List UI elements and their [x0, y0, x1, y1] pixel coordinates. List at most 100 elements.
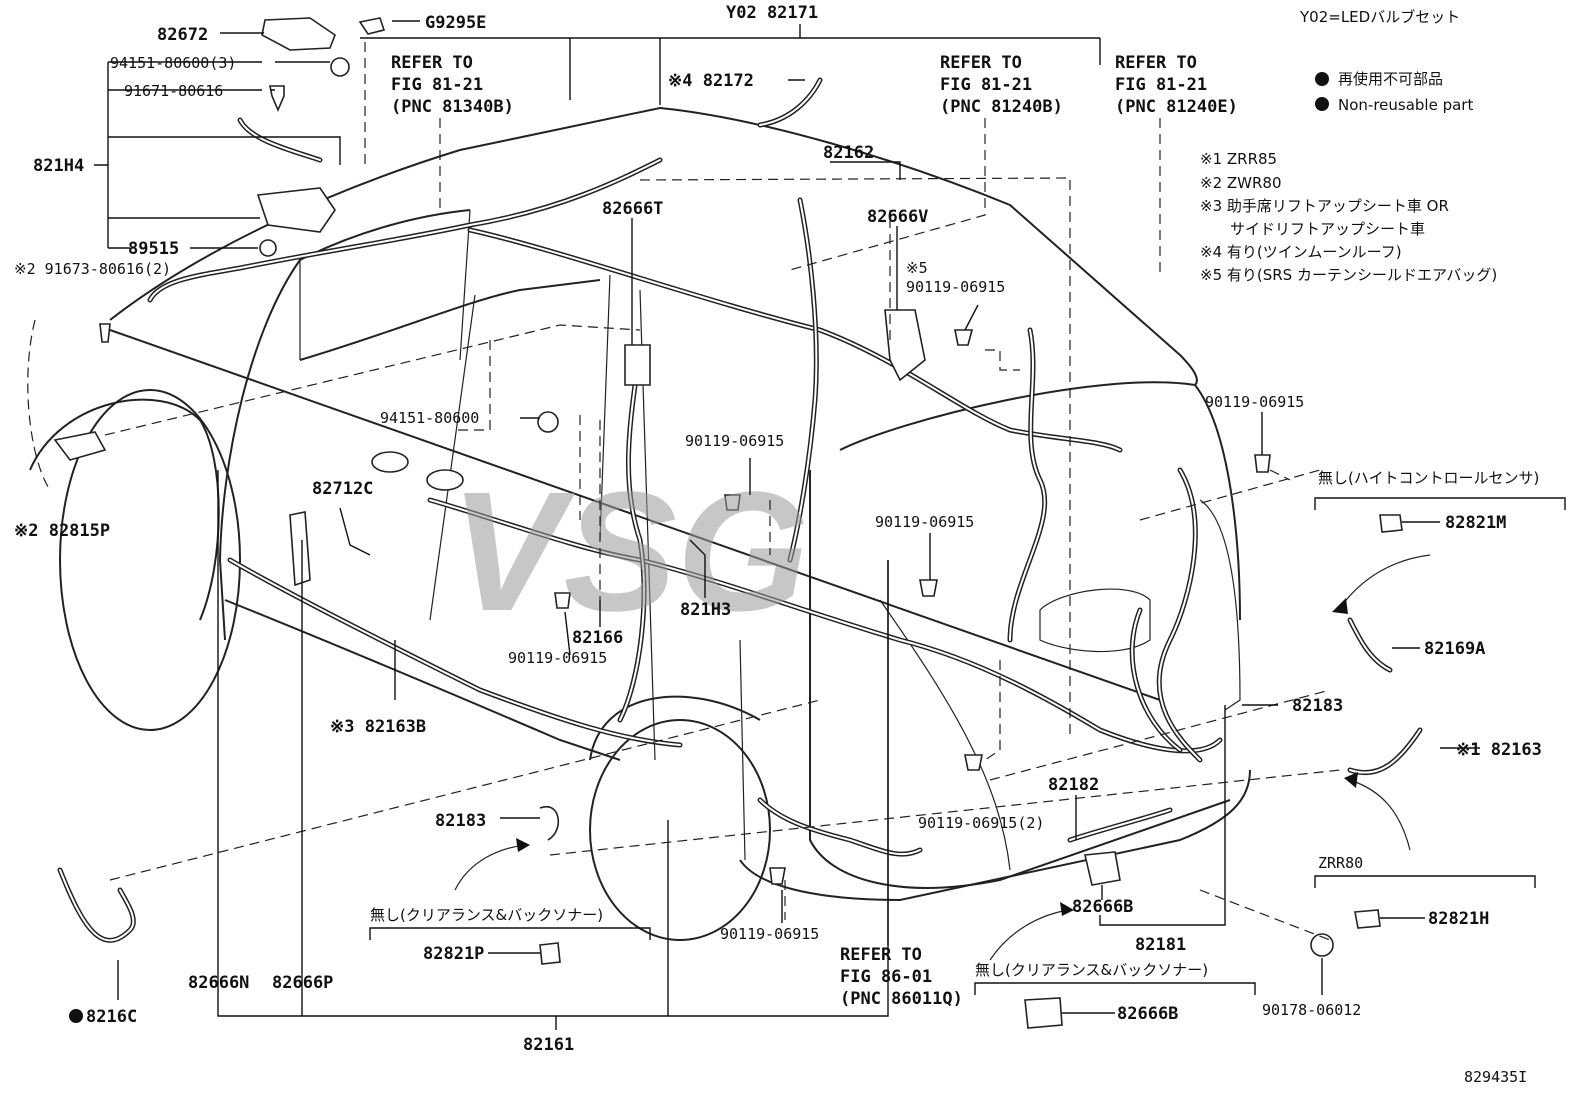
label-82172[interactable]: ※4 82172	[668, 71, 754, 91]
label-90178-06012[interactable]: 90178-06012	[1262, 1001, 1361, 1019]
bolt-91671-shape	[269, 85, 285, 113]
svg-text:FIG 81-21: FIG 81-21	[940, 75, 1032, 95]
label-82183-left[interactable]: 82183	[435, 811, 486, 831]
bolt-91673-shape	[99, 323, 111, 343]
label-89515[interactable]: 89515	[128, 239, 179, 259]
label-94151-80600-3[interactable]: 94151-80600(3)	[110, 54, 236, 72]
label-note5-mark: ※5	[906, 259, 928, 277]
callout-leaders	[27, 42, 1341, 941]
label-82672[interactable]: 82672	[157, 25, 208, 45]
sensor-82815P-shape	[53, 431, 107, 461]
arrow-82183	[454, 844, 526, 891]
label-90119-e[interactable]: 90119-06915	[508, 649, 607, 667]
label-82666B-b[interactable]: 82666B	[1117, 1004, 1178, 1024]
label-G9295E[interactable]: G9295E	[425, 13, 486, 33]
refer-81240B[interactable]: REFER TO FIG 81-21 (PNC 81240B)	[940, 53, 1063, 117]
label-82169A[interactable]: 82169A	[1424, 639, 1485, 659]
svg-text:REFER TO: REFER TO	[840, 945, 922, 965]
label-82163B[interactable]: ※3 82163B	[330, 717, 426, 737]
vehicle-body-outline	[29, 106, 1251, 941]
part-89515-shape	[259, 239, 277, 257]
label-82183-right[interactable]: 82183	[1292, 696, 1343, 716]
note-3b: サイドリフトアップシート車	[1230, 220, 1425, 238]
note-4: ※4 有り(ツインムーンルーフ)	[1200, 243, 1402, 261]
bolt-90119-a-shape	[954, 329, 974, 346]
label-82666T[interactable]: 82666T	[602, 199, 663, 219]
part-shapes	[53, 17, 1403, 1029]
connector-82821M-shape	[1379, 514, 1403, 533]
label-90119-a[interactable]: 90119-06915	[906, 278, 1005, 296]
svg-text:(PNC 81340B): (PNC 81340B)	[391, 97, 514, 117]
harness-wires	[57, 77, 1423, 943]
label-82666B[interactable]: 82666B	[1072, 897, 1133, 917]
label-821H4[interactable]: 821H4	[33, 156, 84, 176]
label-90119-d[interactable]: 90119-06915	[1205, 393, 1304, 411]
bracket-82666B-b-shape	[1024, 997, 1063, 1029]
label-82666V[interactable]: 82666V	[867, 207, 928, 227]
arrow-82666B	[989, 909, 1069, 961]
connector-82821H-shape	[1354, 909, 1381, 929]
label-82182[interactable]: 82182	[1048, 775, 1099, 795]
label-82821H[interactable]: 82821H	[1428, 909, 1489, 929]
label-82712C[interactable]: 82712C	[312, 479, 373, 499]
refer-86011Q[interactable]: REFER TO FIG 86-01 (PNC 86011Q)	[840, 945, 963, 1009]
label-91673-80616[interactable]: ※2 91673-80616(2)	[14, 260, 171, 278]
part-labels: 82672 G9295E Y02 82171 94151-80600(3) 91…	[14, 3, 1542, 1086]
label-90119-b[interactable]: 90119-06915	[685, 432, 784, 450]
label-nashi-height: 無し(ハイトコントロールセンサ)	[1318, 469, 1539, 487]
svg-text:REFER TO: REFER TO	[940, 53, 1022, 73]
svg-text:FIG 81-21: FIG 81-21	[391, 75, 483, 95]
refer-81240E[interactable]: REFER TO FIG 81-21 (PNC 81240E)	[1115, 53, 1238, 117]
bolt-90119-c-shape	[919, 579, 938, 597]
bolt-90119-f-shape	[769, 867, 786, 885]
note-2: ※2 ZWR80	[1200, 174, 1282, 192]
note-1: ※1 ZRR85	[1200, 150, 1277, 168]
bracket-82712C-shape	[289, 511, 311, 587]
nonreusable-jp: 再使用不可部品	[1338, 70, 1443, 88]
label-Y02-82171[interactable]: Y02 82171	[726, 3, 818, 23]
legend: Y02=LEDバルブセット 再使用不可部品 Non-reusable part …	[1200, 8, 1497, 284]
bolt-90119-e-shape	[554, 592, 571, 609]
label-91671-80616[interactable]: 91671-80616	[124, 82, 223, 100]
label-94151-80600[interactable]: 94151-80600	[380, 409, 479, 427]
label-82161[interactable]: 82161	[523, 1035, 574, 1055]
label-821H3[interactable]: 821H3	[680, 600, 731, 620]
label-zrr80: ZRR80	[1318, 854, 1363, 872]
label-82821M[interactable]: 82821M	[1445, 513, 1506, 533]
bolt-90119-b-shape	[724, 494, 741, 511]
note-5: ※5 有り(SRS カーテンシールドエアバッグ)	[1200, 266, 1497, 284]
label-82821P[interactable]: 82821P	[423, 944, 484, 964]
bolt-90119-d-shape	[1254, 454, 1271, 473]
label-82666P[interactable]: 82666P	[272, 973, 333, 993]
washer-94151-shape	[537, 411, 559, 433]
bolt-90119-2-shape	[964, 754, 983, 771]
label-90119-c[interactable]: 90119-06915	[875, 513, 974, 531]
led-note: Y02=LEDバルブセット	[1299, 8, 1460, 26]
refer-81340B[interactable]: REFER TO FIG 81-21 (PNC 81340B)	[391, 53, 514, 117]
label-82163[interactable]: ※1 82163	[1456, 740, 1542, 760]
label-8216C[interactable]: 8216C	[86, 1007, 137, 1027]
label-82162[interactable]: 82162	[823, 143, 874, 163]
washer-screen-2-shape	[426, 469, 464, 491]
note-3: ※3 助手席リフトアップシート車 OR	[1200, 197, 1449, 215]
connector-82821P-shape	[539, 942, 561, 965]
nonreusable-marker-icon	[69, 1009, 83, 1023]
airbag-bracket-shape	[884, 309, 926, 382]
leader-lines	[94, 20, 1566, 1030]
svg-text:(PNC 81240B): (PNC 81240B)	[940, 97, 1063, 117]
label-90119-f[interactable]: 90119-06915	[720, 925, 819, 943]
label-82181[interactable]: 82181	[1135, 935, 1186, 955]
label-82815P[interactable]: ※2 82815P	[14, 521, 110, 541]
curved-arrows	[454, 554, 1431, 961]
label-82666N[interactable]: 82666N	[188, 973, 249, 993]
module-82672-shape	[261, 17, 336, 51]
svg-text:(PNC 86011Q): (PNC 86011Q)	[840, 989, 963, 1009]
arrow-82821M	[1339, 554, 1431, 609]
svg-text:(PNC 81240E): (PNC 81240E)	[1115, 97, 1238, 117]
svg-text:REFER TO: REFER TO	[1115, 53, 1197, 73]
label-82166[interactable]: 82166	[572, 628, 623, 648]
bracket-821H4-shape	[256, 187, 336, 233]
arrow-82163	[1349, 779, 1411, 851]
label-90119-2[interactable]: 90119-06915(2)	[918, 814, 1044, 832]
